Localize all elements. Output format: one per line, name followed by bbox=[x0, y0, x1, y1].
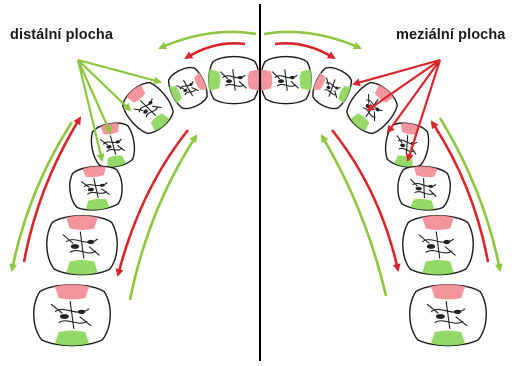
distal-surface bbox=[66, 260, 98, 275]
mesial-surface bbox=[422, 215, 454, 230]
mesial-surface bbox=[248, 69, 260, 91]
mesial-surface bbox=[261, 69, 273, 91]
left-second-molar-tooth bbox=[34, 284, 110, 345]
distal-surface bbox=[55, 331, 89, 346]
mesial-surface bbox=[431, 284, 465, 299]
distal-surface bbox=[422, 260, 454, 275]
right-second-premolar-tooth bbox=[396, 164, 452, 212]
mesial-surface-label: meziální plocha bbox=[396, 27, 505, 43]
mesial-pointer-line bbox=[354, 60, 440, 84]
top-left-green-arrow bbox=[160, 32, 256, 48]
right-teeth-group bbox=[261, 57, 487, 346]
distal-pointer-line bbox=[78, 60, 110, 132]
left-first-premolar-tooth bbox=[88, 120, 137, 170]
distal-surface bbox=[300, 69, 312, 91]
right-first-premolar-tooth bbox=[382, 120, 431, 170]
left-teeth-group bbox=[34, 57, 260, 346]
top-right-red-arrow bbox=[275, 43, 334, 58]
top-left-red-arrow bbox=[186, 43, 245, 58]
top-right-green-arrow bbox=[264, 32, 360, 48]
mesial-surface bbox=[55, 284, 89, 299]
left-inner-green-arrow bbox=[130, 136, 196, 300]
right-second-molar-tooth bbox=[410, 284, 486, 345]
distal-surface bbox=[209, 69, 221, 91]
left-first-molar-tooth bbox=[47, 215, 117, 274]
distal-pointer-line bbox=[78, 60, 102, 160]
distal-surface-label: distální plocha bbox=[10, 27, 113, 43]
right-central-incisor-tooth bbox=[261, 57, 312, 104]
mesial-pointer-line bbox=[388, 60, 440, 132]
mesial-surface bbox=[66, 215, 98, 230]
distal-surface bbox=[431, 331, 465, 346]
left-second-premolar-tooth bbox=[68, 164, 124, 212]
right-first-molar-tooth bbox=[403, 215, 473, 274]
left-central-incisor-tooth bbox=[209, 57, 260, 104]
